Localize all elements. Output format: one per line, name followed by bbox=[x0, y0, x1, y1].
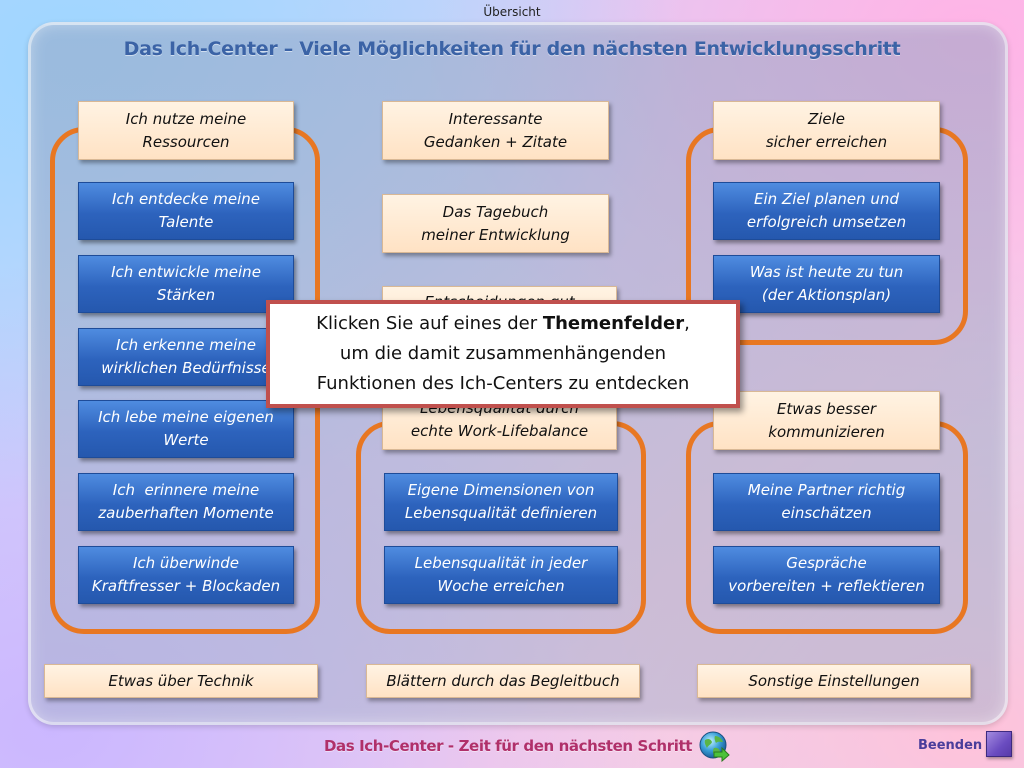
tile-label-line2: zauberhaften Momente bbox=[98, 504, 274, 522]
tile-lebensqualitaet-woche[interactable]: Lebensqualität in jeder Woche erreichen bbox=[384, 546, 618, 604]
tile-label-line2: Stärken bbox=[156, 286, 216, 304]
tile-kommunizieren[interactable]: Etwas besser kommunizieren bbox=[713, 391, 940, 450]
popup-line1: Klicken Sie auf eines der Themenfelder, bbox=[316, 309, 690, 339]
tile-label-line1: Ein Ziel planen und bbox=[754, 190, 899, 208]
tile-technik[interactable]: Etwas über Technik bbox=[44, 664, 318, 698]
tile-label-line2: Talente bbox=[158, 213, 214, 231]
tile-label-line2: erfolgreich umsetzen bbox=[746, 213, 907, 231]
tile-label-line1: Meine Partner richtig bbox=[747, 481, 906, 499]
tile-einstellungen[interactable]: Sonstige Einstellungen bbox=[697, 664, 971, 698]
tile-label-line2: Ressourcen bbox=[142, 132, 230, 151]
tile-tagebuch[interactable]: Das Tagebuch meiner Entwicklung bbox=[382, 194, 609, 253]
tile-label-line1: Gespräche bbox=[786, 554, 867, 572]
tile-staerken[interactable]: Ich entwickle meine Stärken bbox=[78, 255, 294, 313]
tile-beduerfnisse[interactable]: Ich erkenne meine wirklichen Bedürfnisse bbox=[78, 328, 294, 386]
popup-line2: um die damit zusammenhängenden bbox=[339, 343, 667, 364]
tile-dimensionen-lebensqualitaet[interactable]: Eigene Dimensionen von Lebensqualität de… bbox=[384, 473, 618, 531]
tile-gedanken-zitate[interactable]: Interessante Gedanken + Zitate bbox=[382, 101, 609, 160]
tile-begleitbuch[interactable]: Blättern durch das Begleitbuch bbox=[366, 664, 640, 698]
tile-label-line2: meiner Entwicklung bbox=[421, 225, 570, 244]
popup-line1-prefix: Klicken Sie auf eines der bbox=[316, 313, 543, 334]
tile-label-line1: Ich entwickle meine bbox=[111, 263, 261, 281]
tile-label: Sonstige Einstellungen bbox=[748, 671, 920, 690]
popup-line1-suffix: , bbox=[684, 313, 690, 334]
tile-label-line2: Kraftfresser + Blockaden bbox=[91, 577, 281, 595]
tile-momente[interactable]: Ich erinnere meine zauberhaften Momente bbox=[78, 473, 294, 531]
tile-label-line2: wirklichen Bedürfnisse bbox=[101, 359, 271, 377]
tile-werte[interactable]: Ich lebe meine eigenen Werte bbox=[78, 400, 294, 458]
tile-label-line1: Lebensqualität in jeder bbox=[414, 554, 588, 572]
tile-label: Blättern durch das Begleitbuch bbox=[386, 671, 620, 690]
tile-ziele[interactable]: Ziele sicher erreichen bbox=[713, 101, 940, 160]
footer-title: Das Ich-Center - Zeit für den nächsten S… bbox=[324, 737, 692, 755]
tile-label-line1: Ich nutze meine bbox=[125, 109, 247, 128]
tile-label-line1: Ich erkenne meine bbox=[115, 336, 256, 354]
end-label[interactable]: Beenden bbox=[918, 738, 983, 753]
page-title: Das Ich-Center – Viele Möglichkeiten für… bbox=[123, 38, 901, 60]
tile-label-line2: echte Work-Lifebalance bbox=[410, 422, 589, 440]
tile-label-line1: Ich überwinde bbox=[132, 554, 240, 572]
popup-line1-bold: Themenfelder bbox=[542, 313, 685, 334]
tile-partner-einschaetzen[interactable]: Meine Partner richtig einschätzen bbox=[713, 473, 940, 531]
popup-line3: Funktionen des Ich-Centers zu entdecken bbox=[316, 373, 690, 394]
tile-label-line2: einschätzen bbox=[781, 504, 872, 522]
tile-label-line2: sicher erreichen bbox=[765, 132, 888, 151]
tile-label-line2: Gedanken + Zitate bbox=[423, 132, 568, 151]
tile-label-line2: vorbereiten + reflektieren bbox=[728, 577, 925, 595]
tile-label-line1: Das Tagebuch bbox=[442, 202, 549, 221]
tile-label-line1: Ich erinnere meine bbox=[112, 481, 260, 499]
tile-label-line1: Etwas besser bbox=[776, 399, 877, 418]
globe-arrow-icon[interactable] bbox=[698, 730, 730, 762]
tile-ich-nutze-meine-ressourcen[interactable]: Ich nutze meine Ressourcen bbox=[78, 101, 294, 160]
tile-label-line2: kommunizieren bbox=[768, 422, 885, 441]
tile-label-line1: Ich lebe meine eigenen bbox=[98, 408, 274, 426]
tile-label-line1: Eigene Dimensionen von bbox=[407, 481, 595, 499]
tile-kraftfresser[interactable]: Ich überwinde Kraftfresser + Blockaden bbox=[78, 546, 294, 604]
tile-label-line2: Werte bbox=[163, 431, 209, 449]
tile-ziel-planen[interactable]: Ein Ziel planen und erfolgreich umsetzen bbox=[713, 182, 940, 240]
tile-label-line1: Ich entdecke meine bbox=[112, 190, 260, 208]
tile-gespraeche[interactable]: Gespräche vorbereiten + reflektieren bbox=[713, 546, 940, 604]
tile-label-line1: Ziele bbox=[807, 109, 846, 128]
tile-label-line1: Was ist heute zu tun bbox=[749, 263, 904, 281]
tile-aktionsplan[interactable]: Was ist heute zu tun (der Aktionsplan) bbox=[713, 255, 940, 313]
tile-label-line2: Lebensqualität definieren bbox=[404, 504, 598, 522]
tile-label: Etwas über Technik bbox=[108, 671, 254, 690]
instruction-popup: Klicken Sie auf eines der Themenfelder, … bbox=[266, 300, 740, 408]
tile-label-line2: (der Aktionsplan) bbox=[761, 286, 892, 304]
tile-label-line2: Woche erreichen bbox=[437, 577, 565, 595]
end-button-square-icon[interactable] bbox=[986, 731, 1012, 757]
tile-talente[interactable]: Ich entdecke meine Talente bbox=[78, 182, 294, 240]
tile-label-line1: Interessante bbox=[448, 109, 543, 128]
window-title: Übersicht bbox=[483, 5, 541, 19]
